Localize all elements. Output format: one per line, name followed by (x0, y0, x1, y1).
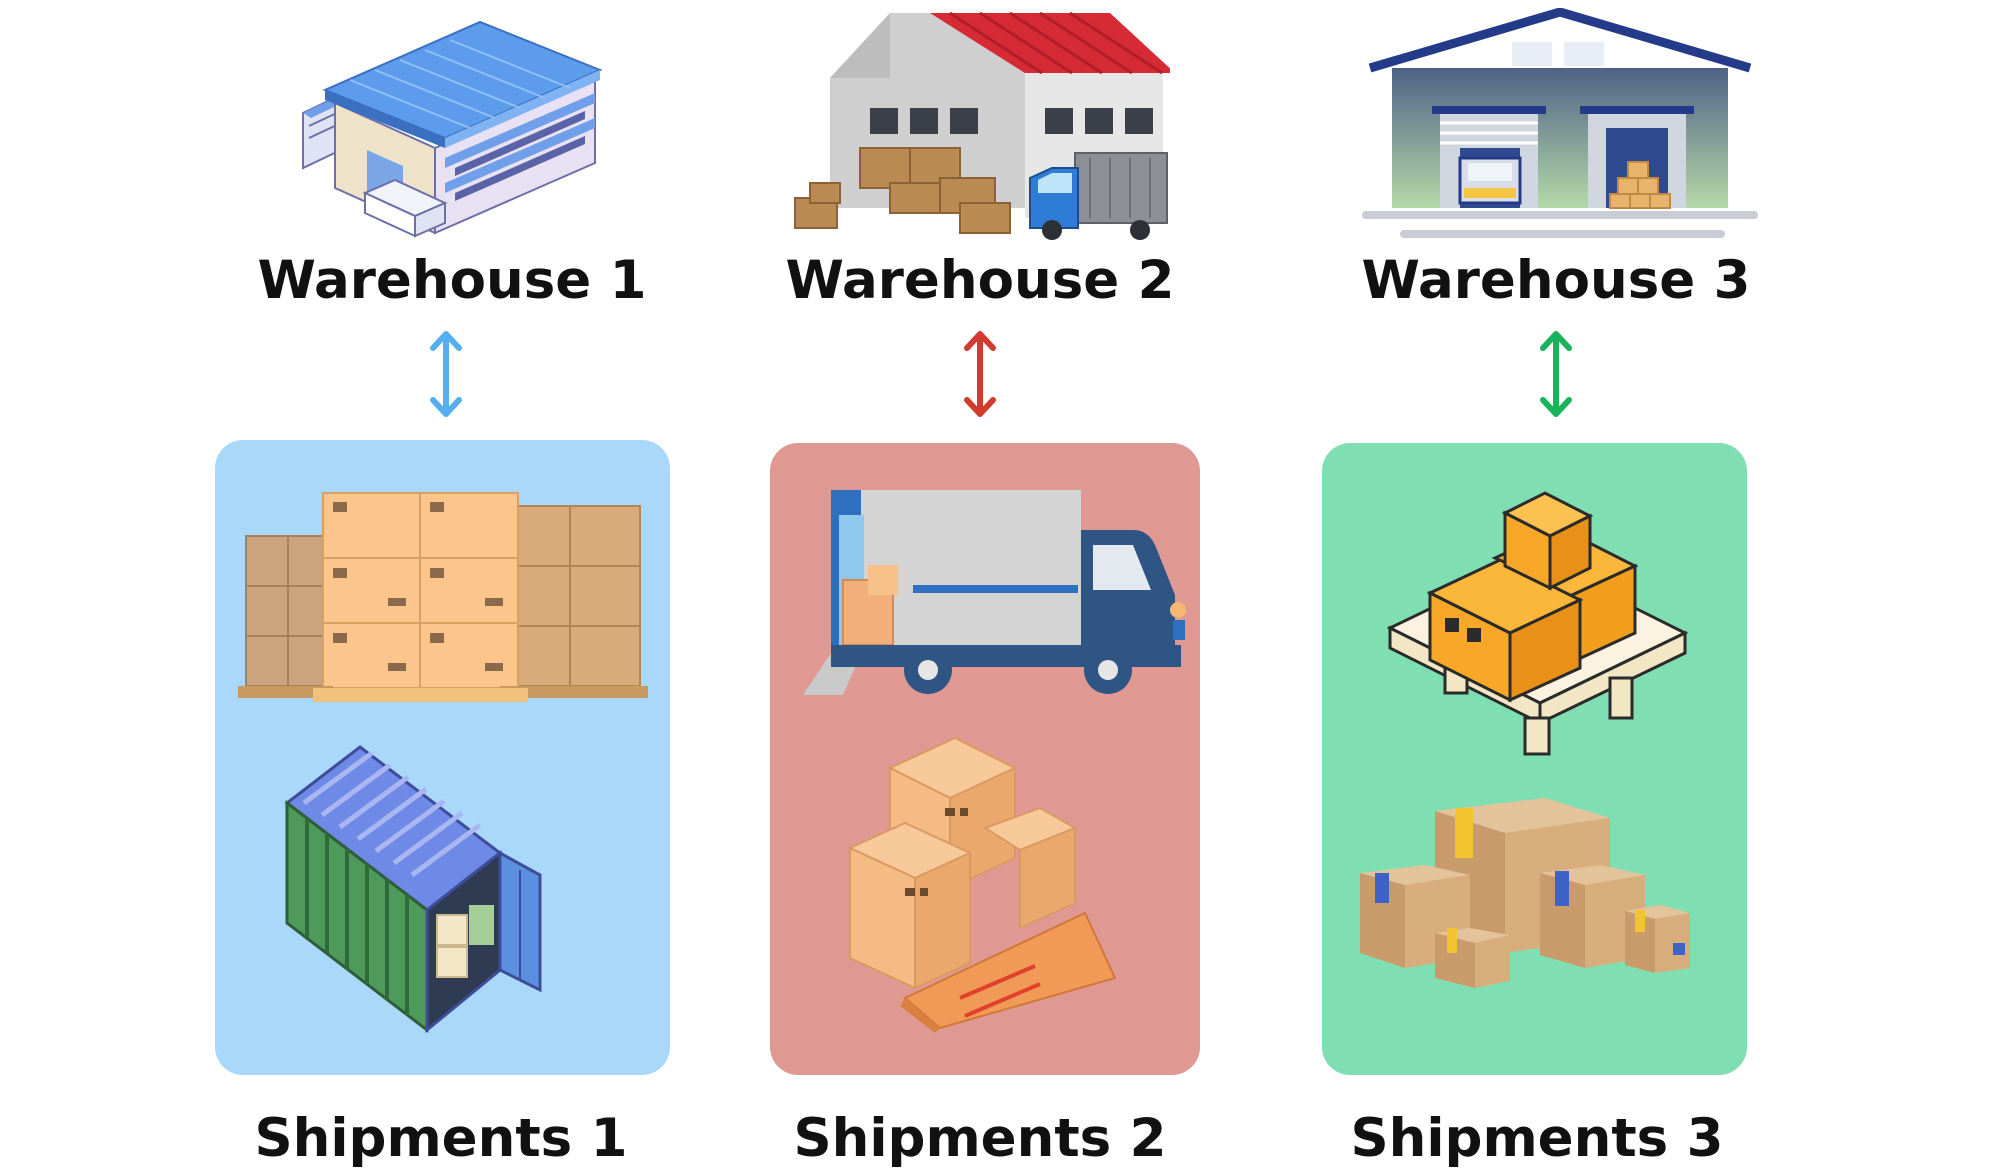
shipments-3-label: Shipments 3 (1350, 1108, 1724, 1169)
stacked-cartons-icon (847, 736, 1117, 1033)
bidirectional-arrow-3 (1540, 331, 1572, 417)
flat-loading-dock-warehouse-icon (1362, 8, 1758, 238)
bidirectional-arrow-2 (964, 331, 996, 417)
delivery-truck-icon (803, 490, 1186, 695)
red-roof-warehouse-with-truck-icon (794, 11, 1170, 240)
shipping-container-icon (284, 745, 542, 1034)
warehouse-1-label: Warehouse 1 (257, 250, 647, 311)
shipments-2-label: Shipments 2 (793, 1108, 1167, 1169)
bidirectional-arrow-1 (430, 331, 462, 417)
pallet-boxes-icon (238, 492, 648, 702)
isometric-blue-roof-warehouse-icon (302, 20, 603, 238)
boxes-on-pallet-icon (1386, 491, 1689, 756)
warehouse-3-label: Warehouse 3 (1361, 250, 1751, 311)
warehouse-2-label: Warehouse 2 (785, 250, 1175, 311)
cardboard-boxes-icon (1360, 798, 1690, 988)
shipments-1-label: Shipments 1 (254, 1108, 628, 1169)
